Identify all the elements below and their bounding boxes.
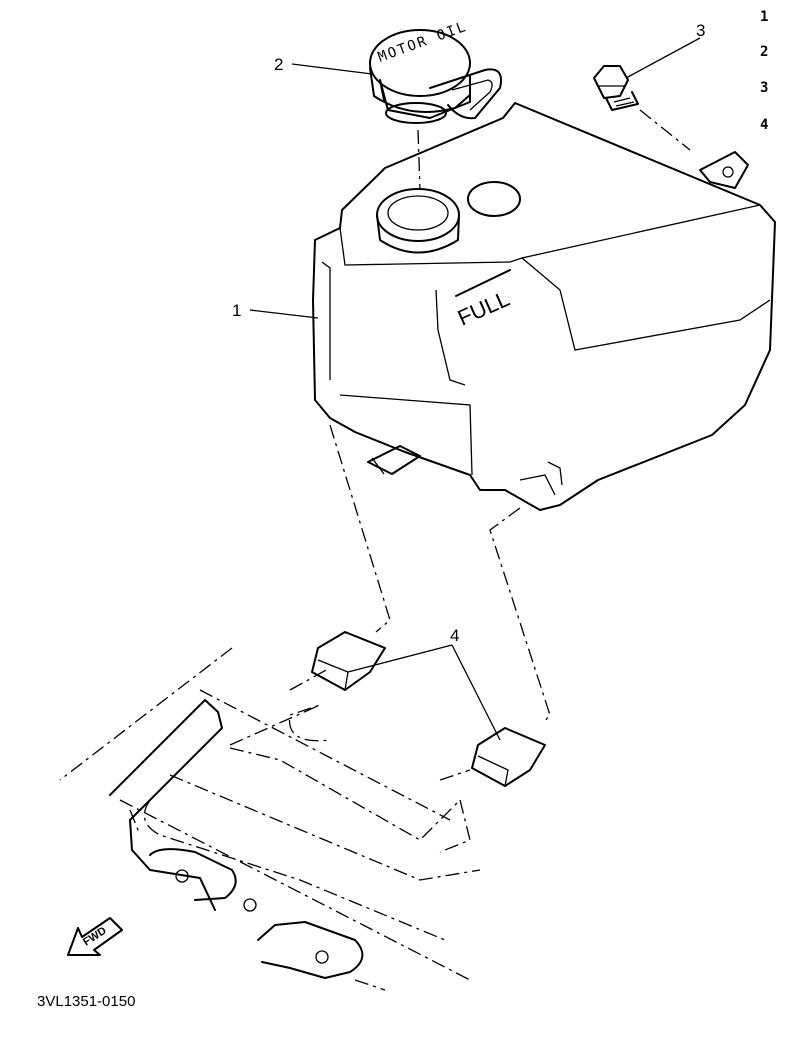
rubber-damper-right [471,727,546,787]
leader-lines [249,37,701,741]
callout-damper: 4 [450,626,459,645]
callout-bolt: 3 [696,21,705,40]
side-index-list: 1 2 3 4 [760,9,768,133]
side-index-item: 1 [760,9,768,25]
side-index-item: 4 [760,117,768,133]
forward-arrow-label: FWD [81,925,109,949]
forward-arrow-icon: FWD [67,917,123,956]
rubber-damper-left [311,631,386,692]
side-index-item: 2 [760,44,768,60]
frame-bracket [109,699,364,979]
phantom-lines [59,109,691,991]
callout-tank: 1 [232,301,241,320]
filler-cap: MOTOR OIL [369,19,502,124]
side-index-item: 3 [760,80,768,96]
cap-embossed-text: MOTOR OIL [376,19,470,66]
drawing-code: 3VL1351-0150 [37,993,135,1010]
callout-cap: 2 [274,55,283,74]
flange-bolt [593,65,639,111]
oil-tank: FULL [312,102,776,511]
